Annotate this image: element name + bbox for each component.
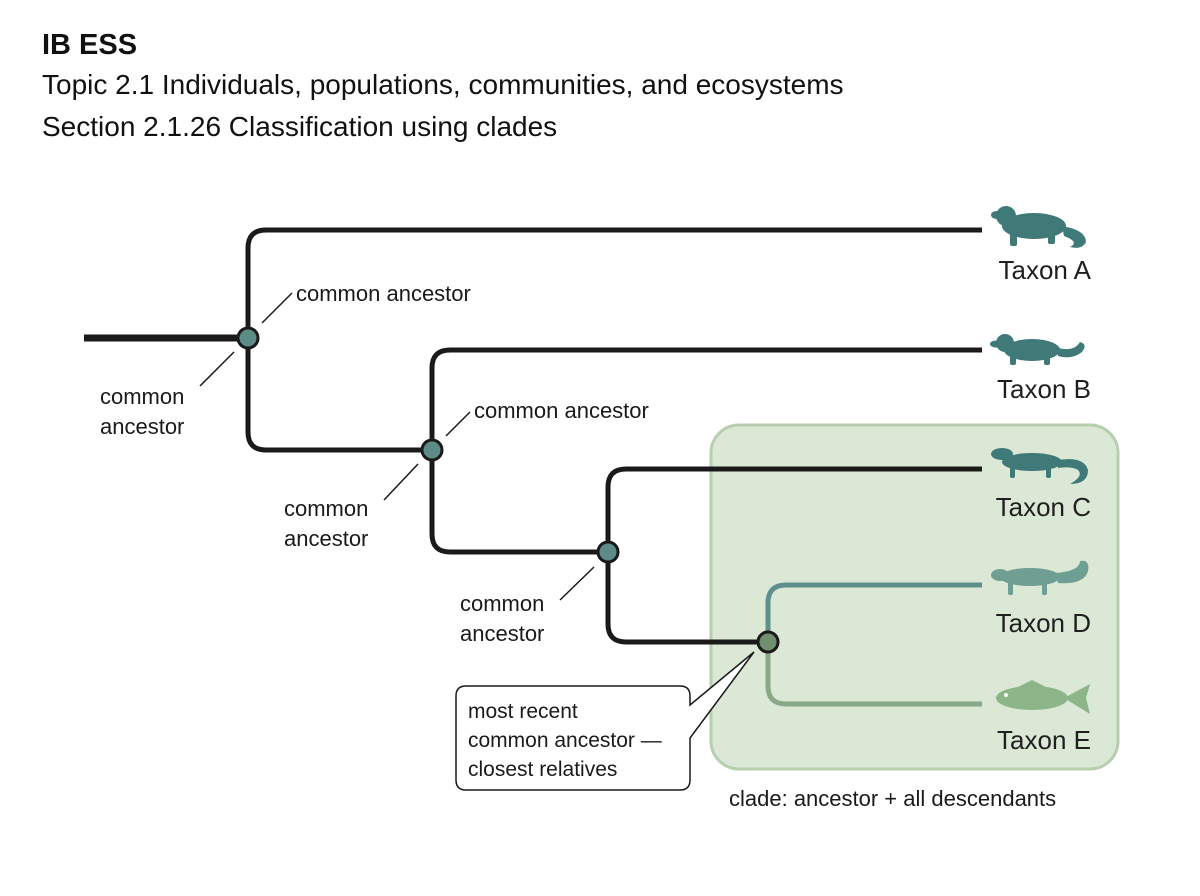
branch-taxon-d [765,582,982,642]
lizard-icon [991,448,1088,484]
taxon-d-label: Taxon D [996,608,1091,638]
leader-ca-top [261,292,293,324]
course-title: IB ESS [42,29,138,61]
branch-taxon-c [605,466,982,552]
branch-node2-node3 [429,450,608,555]
header: IB ESS Topic 2.1 Individuals, population… [42,26,844,148]
label-ca-root: common ancestor [100,384,190,439]
branch-taxon-b [429,347,982,450]
leader-ca-mid [445,411,471,437]
otter-icon [991,206,1086,248]
section-title: Section 2.1.26 Classification using clad… [42,111,558,142]
label-ca-node2: common ancestor [284,496,374,551]
leader-ca-node3 [559,566,595,601]
leader-ca-root [199,351,235,387]
branch-node3-node4 [605,552,768,645]
taxon-e-label: Taxon E [997,725,1091,755]
clade-caption: clade: ancestor + all descendants [729,786,1056,811]
node-mrca [756,630,780,654]
node-root [236,326,260,350]
node-2 [420,438,444,462]
node-3 [596,540,620,564]
taxon-b-label: Taxon B [997,374,1091,404]
topic-title: Topic 2.1 Individuals, populations, comm… [42,69,844,100]
label-ca-mid: common ancestor [474,398,649,423]
fish-icon [996,680,1090,714]
label-ca-top: common ancestor [296,281,471,306]
branch-taxon-e [765,642,982,707]
branch-taxon-a [245,227,982,338]
clade-box [709,423,1120,771]
callout-mrca: most recent common ancestor — closest re… [455,651,755,791]
label-ca-node3: common ancestor [460,591,550,646]
branch-node1-node2 [245,338,432,453]
taxon-c-label: Taxon C [996,492,1091,522]
amphibian-icon [991,560,1089,595]
leader-ca-node2 [383,463,419,501]
mammal-icon [990,334,1085,365]
svg-text:most recent common ances: most recent common ancestor — closest re… [468,700,668,781]
taxon-a-label: Taxon A [998,255,1091,285]
